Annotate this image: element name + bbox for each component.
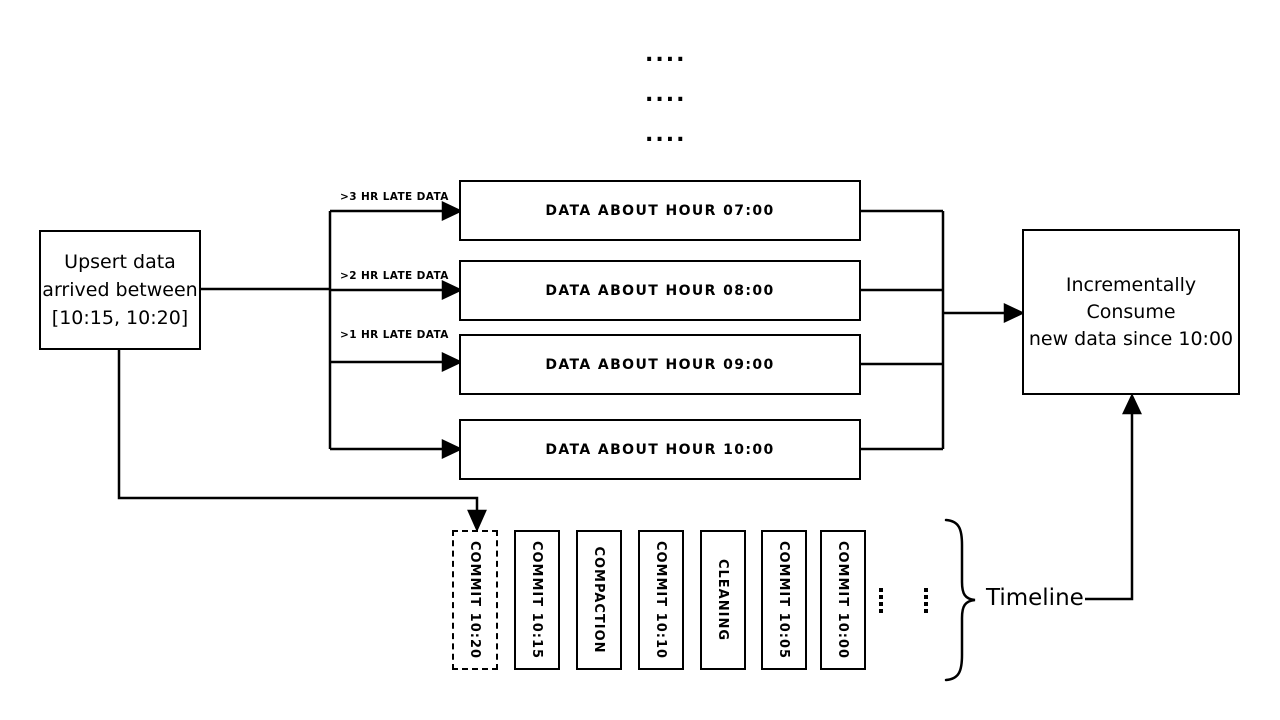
- timeline-label: Timeline: [986, 585, 1084, 611]
- upsert-data-box: Upsert data arrived between [10:15, 10:2…: [39, 230, 201, 350]
- commit-1005-label: COMMIT 10:05: [776, 540, 792, 660]
- more-rows-dots-1: ....: [645, 42, 687, 67]
- data-hour-0800-box: DATA ABOUT HOUR 08:00: [459, 260, 861, 321]
- compaction-box: COMPACTION: [576, 530, 622, 670]
- more-rows-dots-2: ....: [645, 82, 687, 107]
- incremental-consume-line1: Incrementally Consume: [1065, 273, 1197, 323]
- consume-arrowhead-icon: [1003, 303, 1025, 323]
- cleaning-box: CLEANING: [700, 530, 746, 670]
- data-hour-1000-box: DATA ABOUT HOUR 10:00: [459, 419, 861, 480]
- late-data-label-1hr: >1 HR LATE DATA: [340, 329, 449, 341]
- commit-1010-label: COMMIT 10:10: [653, 540, 669, 660]
- late-data-label-3hr: >3 HR LATE DATA: [340, 191, 449, 203]
- data-hour-0700-box: DATA ABOUT HOUR 07:00: [459, 180, 861, 241]
- commit-1015-box: COMMIT 10:15: [514, 530, 560, 670]
- upsert-to-commit-line: [117, 350, 479, 513]
- commit-arrowhead-icon: [467, 509, 487, 533]
- hour10-arrowhead-icon: [441, 439, 463, 459]
- cleaning-label: CLEANING: [715, 558, 731, 642]
- commit-1010-box: COMMIT 10:10: [638, 530, 684, 670]
- commit-1000-box: COMMIT 10:00: [820, 530, 866, 670]
- upsert-data-line3: [10:15, 10:20]: [51, 307, 189, 329]
- upsert-data-line1: Upsert data: [64, 251, 176, 273]
- compaction-label: COMPACTION: [591, 546, 607, 654]
- timeline-to-consume-line: [1085, 413, 1134, 601]
- incremental-consume-line2: new data since 10:00: [1028, 327, 1234, 350]
- commit-1005-box: COMMIT 10:05: [761, 530, 807, 670]
- late2-arrowhead-icon: [441, 280, 463, 300]
- incremental-consume-box: Incrementally Consume new data since 10:…: [1022, 229, 1240, 395]
- upsert-data-line2: arrived between: [42, 279, 198, 301]
- late-data-label-2hr: >2 HR LATE DATA: [340, 270, 449, 282]
- late3-arrowhead-icon: [441, 201, 463, 221]
- data-hour-0900-box: DATA ABOUT HOUR 09:00: [459, 334, 861, 395]
- timeline-ellipsis-dots-2: [924, 588, 928, 613]
- late1-arrowhead-icon: [441, 352, 463, 372]
- commit-1020-label: COMMIT 10:20: [467, 540, 483, 660]
- timeline-brace-icon: [944, 518, 976, 682]
- commit-1020-box: COMMIT 10:20: [452, 530, 498, 670]
- commit-1015-label: COMMIT 10:15: [529, 540, 545, 660]
- commit-1000-label: COMMIT 10:00: [835, 540, 851, 660]
- more-rows-dots-3: ....: [645, 122, 687, 147]
- timeline-ellipsis-dots-1: [879, 588, 883, 613]
- timeline-arrowhead-icon: [1122, 393, 1142, 415]
